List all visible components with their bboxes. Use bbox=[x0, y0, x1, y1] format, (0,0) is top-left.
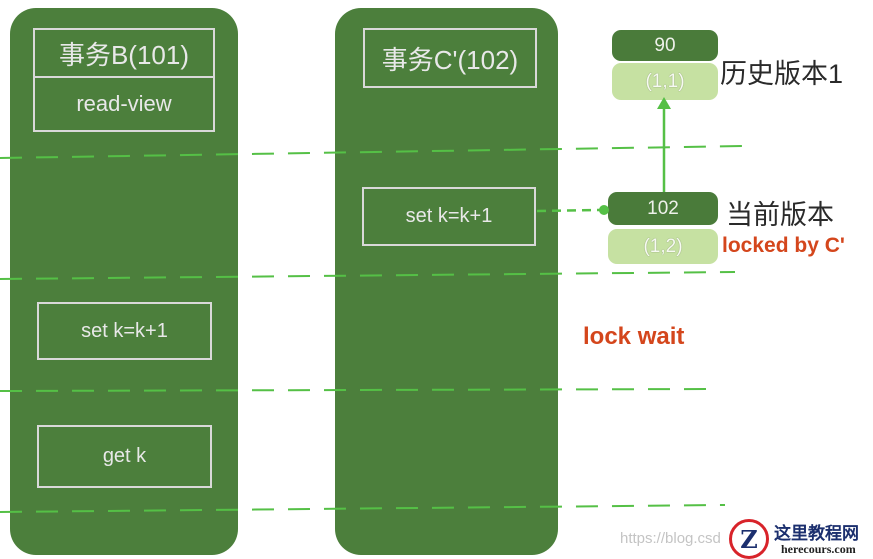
transaction-c-title: 事务C'(102) bbox=[363, 28, 537, 88]
current-version-lock-note: locked by C' bbox=[722, 234, 845, 257]
history-version-value: 90 bbox=[612, 30, 718, 61]
transaction-b-update-step: set k=k+1 bbox=[37, 302, 212, 360]
transaction-b-read-step: get k bbox=[37, 425, 212, 488]
logo-z-icon: Z bbox=[729, 519, 769, 559]
history-version-label: 历史版本1 bbox=[720, 59, 844, 89]
transaction-c-column bbox=[335, 8, 558, 555]
logo-name: 这里教程网 bbox=[774, 524, 859, 543]
transaction-b-title: 事务B(101) bbox=[33, 28, 215, 78]
transaction-b-read-view: read-view bbox=[33, 76, 215, 132]
watermark-text: https://blog.csd bbox=[620, 530, 721, 547]
history-version-trx: (1,1) bbox=[612, 63, 718, 100]
site-logo: Z 这里教程网 herecours.com bbox=[727, 517, 873, 559]
transaction-b-column bbox=[10, 8, 238, 555]
current-version-trx: (1,2) bbox=[608, 229, 718, 264]
current-version-value: 102 bbox=[608, 192, 718, 225]
transaction-c-update-step: set k=k+1 bbox=[362, 187, 536, 246]
logo-domain: herecours.com bbox=[781, 542, 856, 556]
lock-wait-note: lock wait bbox=[583, 323, 685, 350]
current-version-label: 当前版本 bbox=[726, 200, 834, 230]
